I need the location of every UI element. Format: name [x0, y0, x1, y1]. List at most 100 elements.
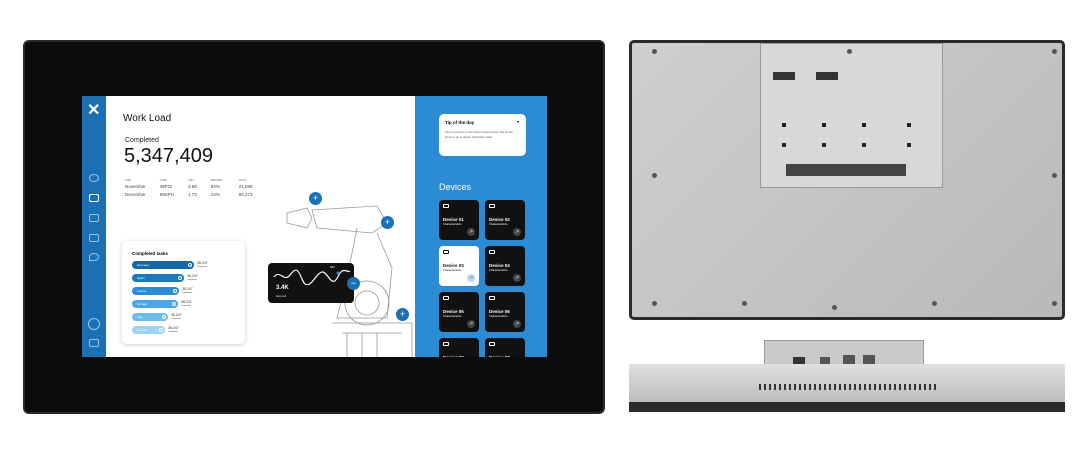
cell: 84% — [210, 184, 220, 189]
screw-hole — [832, 305, 837, 310]
ethernet-port — [843, 355, 855, 365]
device-icon — [443, 204, 449, 208]
arrow-icon[interactable]: ↗ — [513, 320, 521, 328]
task-bar[interactable]: France — [132, 287, 179, 295]
bottom-housing — [629, 364, 1065, 402]
task-label: Italy — [137, 315, 143, 319]
label-plate — [786, 164, 906, 176]
device-icon — [489, 296, 495, 300]
task-bar[interactable]: Spain — [132, 274, 184, 282]
arrow-icon[interactable]: ↗ — [467, 228, 475, 236]
expand-dropdown[interactable]: Expand — [276, 294, 287, 298]
sparkline-point — [336, 271, 340, 275]
device-name: Device 03 — [443, 263, 464, 268]
device-icon — [489, 204, 495, 208]
device-sub: Characteristics — [489, 314, 508, 318]
arrow-icon[interactable]: ↗ — [467, 320, 475, 328]
heart-icon[interactable] — [89, 234, 99, 242]
device-name: Device 01 — [443, 217, 464, 222]
th: PERCENT — [210, 179, 223, 182]
location-icon[interactable] — [89, 253, 99, 261]
connector-port — [773, 72, 795, 80]
task-count: 38,247 — [168, 326, 179, 330]
info-icon[interactable] — [88, 318, 100, 330]
screw-hole — [1052, 301, 1057, 306]
screw-hole — [652, 173, 657, 178]
th: CODE — [159, 179, 167, 182]
arrow-icon[interactable]: ↗ — [513, 274, 521, 282]
mount-slot — [782, 123, 786, 127]
task-label: Spain — [137, 276, 145, 280]
device-icon — [443, 296, 449, 300]
task-bar[interactable]: Germany — [132, 261, 194, 269]
spark-value: 3.4K — [276, 285, 289, 291]
task-bar[interactable]: Greece — [132, 326, 165, 334]
add-hotspot-button[interactable]: + — [381, 216, 394, 229]
device-name: Device 05 — [443, 309, 464, 314]
sidebar: ✕ — [82, 96, 106, 357]
cell: 21,568 — [238, 184, 253, 189]
add-hotspot-button[interactable]: + — [309, 192, 322, 205]
screw-hole — [652, 49, 657, 54]
io-port — [820, 357, 830, 365]
device-card[interactable]: Device 08Characteristics↗ — [485, 338, 525, 357]
logout-icon[interactable] — [89, 339, 99, 347]
task-bar[interactable]: Italy — [132, 313, 168, 321]
task-bar[interactable]: Norway — [132, 300, 178, 308]
tip-title: Tip of the day — [445, 120, 475, 125]
devices-heading: Devices — [439, 182, 472, 192]
screw-hole — [652, 301, 657, 306]
device-sub: Characteristics — [443, 314, 462, 318]
arrow-icon[interactable]: ↗ — [467, 274, 475, 282]
cell: 56,273 — [238, 192, 253, 197]
circle-icon — [173, 289, 177, 293]
gear-icon[interactable] — [89, 174, 99, 182]
th: UNIT — [188, 179, 194, 182]
circle-icon — [172, 302, 176, 306]
task-sub: Completed — [187, 279, 197, 281]
cell: 68SPU — [159, 192, 175, 197]
page-title: Work Load — [123, 113, 172, 124]
chevron-down-icon[interactable]: ▾ — [516, 119, 519, 124]
dashboard-icon[interactable] — [89, 194, 99, 202]
task-sub: Completed — [171, 318, 181, 320]
task-count: 38,247 — [171, 313, 182, 317]
add-hotspot-button[interactable]: + — [396, 308, 409, 321]
panel-pc-back — [629, 40, 1065, 320]
mount-slot — [822, 123, 826, 127]
point-label: 367 — [330, 265, 336, 269]
device-name: Device 04 — [489, 263, 510, 268]
chart-icon[interactable] — [89, 214, 99, 222]
ethernet-port — [863, 355, 875, 365]
cell: November — [125, 184, 146, 189]
close-logo-icon[interactable]: ✕ — [87, 102, 101, 119]
task-sub: Completed — [181, 305, 191, 307]
device-icon — [489, 342, 495, 346]
cell: December — [125, 192, 146, 197]
connector-port — [816, 72, 838, 80]
task-count: 38,247 — [197, 261, 208, 265]
arrow-icon[interactable]: ↗ — [513, 228, 521, 236]
device-card[interactable]: Device 07Characteristics↗ — [439, 338, 479, 357]
device-sub: Characteristics — [489, 222, 508, 226]
remove-hotspot-button[interactable]: − — [347, 277, 360, 290]
task-label: Greece — [137, 328, 147, 332]
screw-hole — [1052, 49, 1057, 54]
right-panel: Tip of the day ▾ Tap on a device to see … — [415, 96, 547, 357]
card-title: Completed tasks — [132, 251, 169, 256]
